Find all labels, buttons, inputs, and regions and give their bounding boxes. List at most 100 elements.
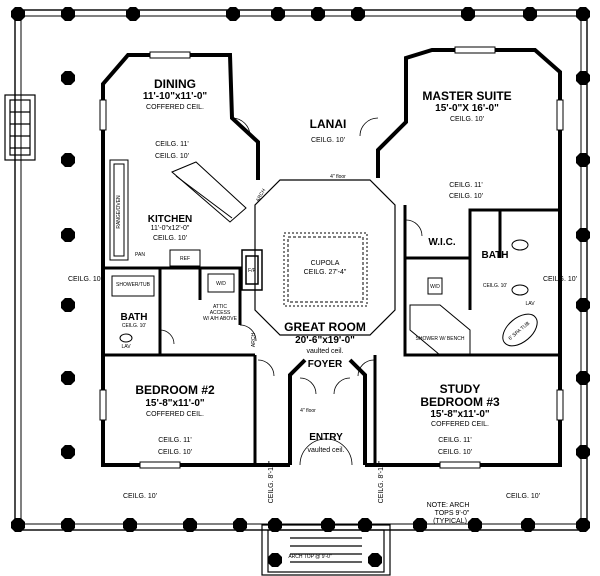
note-shower-tub: SHOWER/TUB (116, 282, 151, 288)
wic-label: W.I.C. (428, 237, 455, 248)
column-marker (368, 553, 382, 567)
note-top-arch: ARCH TOP @ 9'-0" (288, 554, 332, 560)
column-marker (576, 153, 590, 167)
dining-label: DINING (154, 77, 196, 91)
note-wd-right: W/D (430, 284, 440, 290)
bath-right-ceil: CEILG. 10' (483, 283, 507, 289)
column-marker (123, 518, 137, 532)
column-marker (521, 518, 535, 532)
study-ceil-a: CEILG. 11' (438, 437, 472, 444)
note-arch-small-mid: ARCH (251, 333, 257, 348)
porch-ceil-entry-left: CEILG. 8'-10" (268, 460, 275, 503)
kitchen-ceil: CEILG. 10' (153, 235, 187, 242)
column-marker (576, 71, 590, 85)
great-room-label: GREAT ROOM (284, 320, 366, 334)
interior-walls (103, 205, 560, 465)
note-shower-bench: SHOWER W/ BENCH (416, 336, 465, 342)
dining-ceil-b: CEILG. 10' (155, 153, 189, 160)
master-dims: 15'-0"X 16'-0" (435, 103, 499, 114)
column-marker (311, 7, 325, 21)
column-marker (11, 518, 25, 532)
note-attic-3: W/ A/H ABOVE (203, 316, 238, 322)
column-marker (271, 7, 285, 21)
column-marker (61, 371, 75, 385)
note-lav-right: LAV (525, 301, 535, 307)
column-marker (61, 518, 75, 532)
porch-ceil-entry-right: CEILG. 8'-10" (378, 460, 385, 503)
note-pantry: PAN (135, 252, 145, 258)
study-label: STUDY (440, 382, 481, 396)
cupola-label: CUPOLA (311, 260, 340, 267)
column-marker (576, 228, 590, 242)
note-floor-lanai: 4" floor (330, 174, 346, 180)
door-swings (159, 117, 423, 466)
column-marker (576, 371, 590, 385)
column-marker (61, 298, 75, 312)
column-marker (61, 71, 75, 85)
note-arch-2: TOPS 9'-0" (435, 510, 470, 517)
column-marker (576, 445, 590, 459)
kitchen-dims: 11'-0"x12'-0" (151, 225, 190, 232)
bedroom2-dims: 15'-8"x11'-0" (145, 398, 205, 409)
column-marker (11, 7, 25, 21)
windows (99, 46, 564, 469)
note-arch-3: (TYPICAL) (433, 518, 467, 525)
column-marker (413, 518, 427, 532)
column-marker (576, 298, 590, 312)
great-room-note: vaulted ceil. (307, 348, 344, 355)
porch-ceil-bottom-left: CEILG. 10' (123, 493, 157, 500)
column-marker (468, 518, 482, 532)
note-wd-left: W/D (216, 281, 226, 287)
entry-note: vaulted ceil. (308, 447, 345, 454)
note-arch-1: NOTE: ARCH (427, 502, 470, 509)
side-deck (4, 94, 36, 161)
exterior-walls (101, 48, 562, 467)
dining-ceil-a: CEILG. 11' (155, 141, 189, 148)
cupola-outline (283, 232, 368, 307)
bath-right-label: BATH (481, 250, 508, 261)
kitchen-counters (109, 159, 247, 267)
kitchen-label: KITCHEN (148, 214, 192, 225)
column-marker (226, 7, 240, 21)
great-room-dims: 20'-6"x19'-0" (295, 335, 355, 346)
fireplace (241, 249, 263, 291)
bath-left-label: BATH (120, 312, 147, 323)
column-marker (233, 518, 247, 532)
lanai-label: LANAI (310, 117, 347, 131)
column-marker (61, 228, 75, 242)
cupola-ceil: CEILG. 27'-4" (304, 269, 347, 276)
note-range-oven: RANGE/OVEN (116, 195, 122, 229)
column-marker (126, 7, 140, 21)
porch-columns (11, 7, 590, 567)
column-marker (61, 445, 75, 459)
column-marker (523, 7, 537, 21)
great-room-walls (254, 179, 396, 336)
note-lav-left: LAV (121, 344, 131, 350)
column-marker (461, 7, 475, 21)
column-marker (351, 7, 365, 21)
note-ref: REF (180, 256, 190, 262)
dining-note: COFFERED CEIL. (146, 104, 204, 111)
master-bath-fixtures (409, 239, 538, 356)
bedroom2-ceil-a: CEILG. 11' (158, 437, 192, 444)
note-attic-1: ATTIC (213, 304, 227, 310)
column-marker (183, 518, 197, 532)
porch-ceil-left: CEILG. 10' (68, 276, 102, 283)
note-attic-2: ACCESS (210, 310, 231, 316)
dining-dims: 11'-10"x11'-0" (143, 91, 208, 102)
note-floor-entry: 4" floor (300, 408, 316, 414)
master-ceil: CEILG. 10' (450, 116, 484, 123)
bath-left-ceil: CEILG. 10' (122, 323, 146, 329)
column-marker (576, 7, 590, 21)
bedroom2-ceil-b: CEILG. 10' (158, 449, 192, 456)
column-marker (61, 7, 75, 21)
column-marker (61, 153, 75, 167)
porch-ceil-bottom-right: CEILG. 10' (506, 493, 540, 500)
porch-ceil-right: CEILG. 10' (543, 276, 577, 283)
note-arch-small-top: ARCH (255, 188, 267, 204)
column-marker (576, 518, 590, 532)
foyer-label: FOYER (308, 359, 343, 370)
lanai-ceil: CEILG. 10' (311, 137, 345, 144)
master-ceil-b: CEILG. 10' (449, 193, 483, 200)
